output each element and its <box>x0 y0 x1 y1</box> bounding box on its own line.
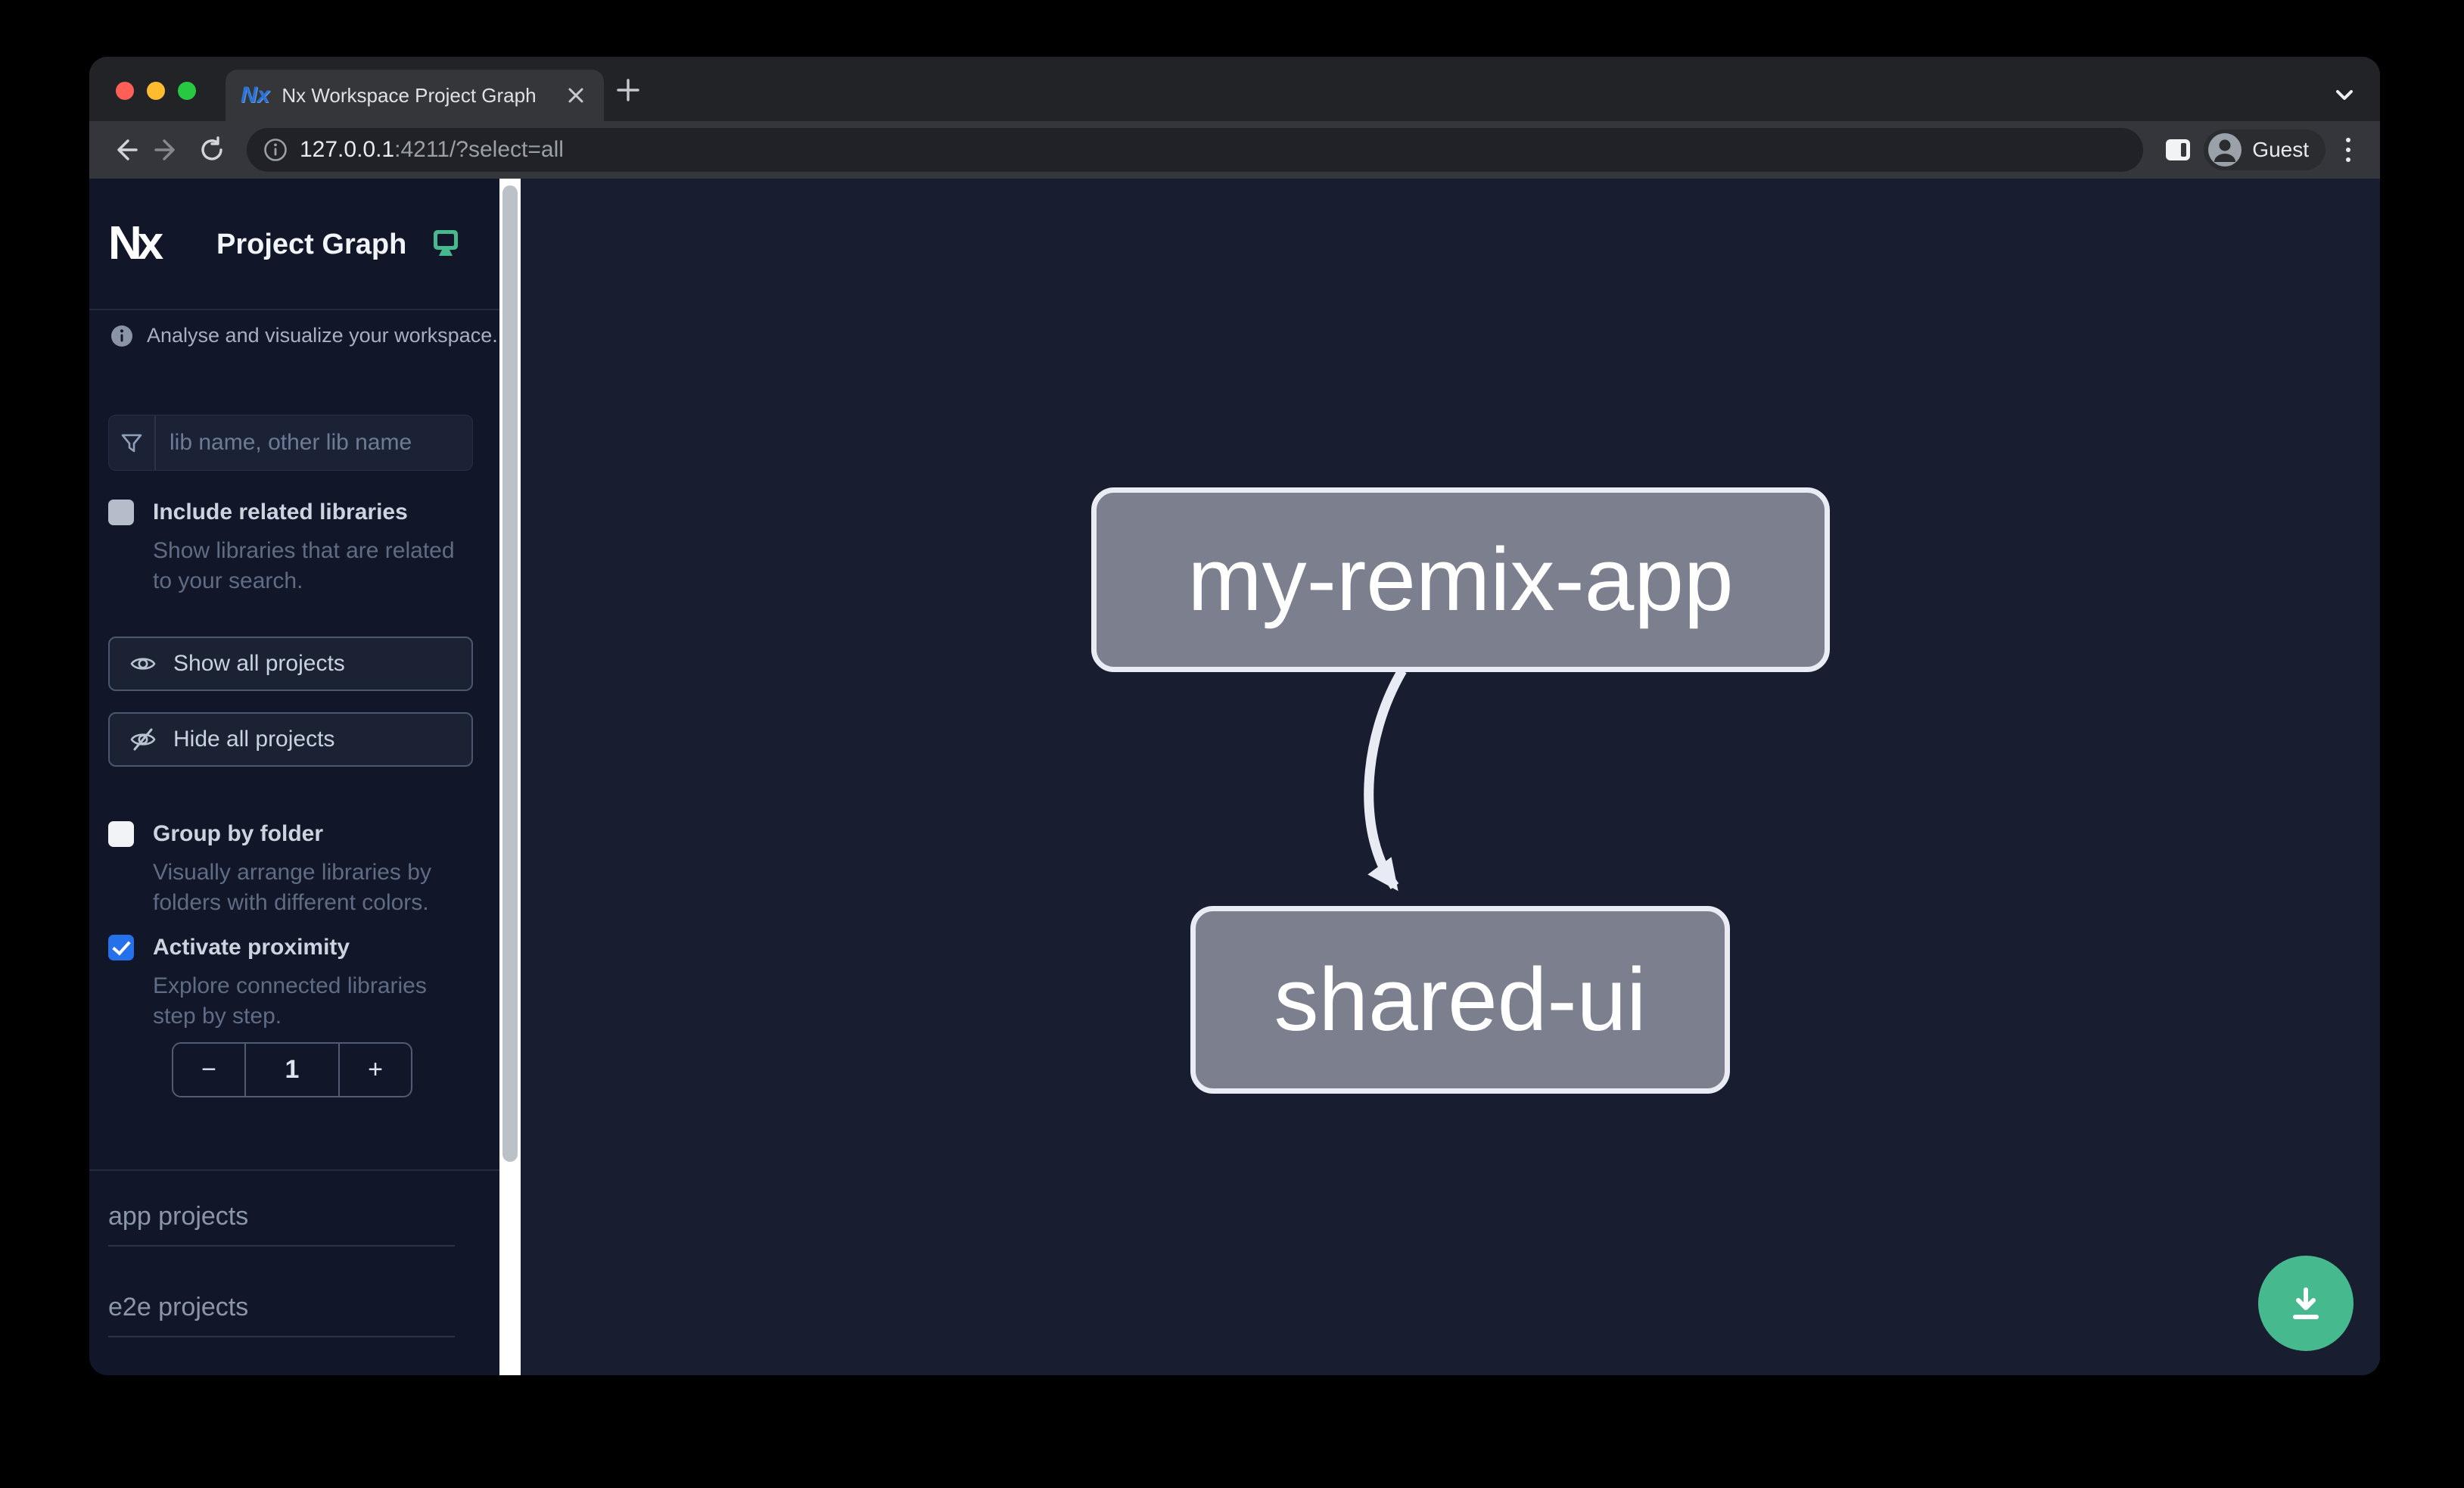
tab-strip: Nx Nx Workspace Project Graph <box>89 57 2380 121</box>
proximity-value: 1 <box>285 1055 300 1084</box>
reload-button[interactable] <box>194 132 230 168</box>
group-by-folder-checkbox[interactable] <box>108 821 134 847</box>
site-info-icon[interactable] <box>263 138 288 162</box>
proximity-increment-button[interactable]: + <box>338 1044 411 1096</box>
sidebar-scrollbar[interactable] <box>499 179 521 1375</box>
sidebar-divider <box>89 1169 499 1171</box>
eye-icon <box>130 658 156 670</box>
address-bar[interactable]: 127.0.0.1:4211/?select=all <box>247 128 2144 172</box>
section-e2e-projects[interactable]: e2e projects <box>108 1293 455 1337</box>
node-label: my-remix-app <box>1187 530 1734 630</box>
graph-node-my-remix-app[interactable]: my-remix-app <box>1091 487 1830 672</box>
hide-all-projects-button[interactable]: Hide all projects <box>108 712 473 767</box>
workspace-tagline: Analyse and visualize your workspace. <box>147 324 498 347</box>
side-panel-icon[interactable] <box>2160 132 2196 168</box>
url-host: 127.0.0.1 <box>300 137 395 162</box>
show-all-projects-label: Show all projects <box>173 651 345 676</box>
activate-proximity-checkbox[interactable] <box>108 935 134 960</box>
info-icon <box>110 325 133 347</box>
tab-close-icon[interactable] <box>563 82 589 108</box>
browser-window: Nx Nx Workspace Project Graph <box>89 57 2380 1375</box>
tab-title: Nx Workspace Project Graph <box>282 83 537 107</box>
eye-off-icon <box>130 728 156 751</box>
node-label: shared-ui <box>1274 950 1647 1050</box>
download-icon <box>2293 1287 2319 1319</box>
section-app-projects[interactable]: app projects <box>108 1202 455 1247</box>
forward-button[interactable] <box>150 132 186 168</box>
workspace-tagline-row: Analyse and visualize your workspace. <box>110 324 498 347</box>
sidebar: Nx Project Graph Analyse an <box>89 179 499 1375</box>
browser-toolbar: 127.0.0.1:4211/?select=all Guest <box>89 121 2380 179</box>
group-by-folder-label: Group by folder <box>153 821 323 846</box>
proximity-stepper: − 1 + <box>172 1042 412 1097</box>
show-all-projects-button[interactable]: Show all projects <box>108 637 473 691</box>
browser-tab[interactable]: Nx Nx Workspace Project Graph <box>226 70 604 121</box>
avatar-icon <box>2208 133 2242 167</box>
scrollbar-thumb[interactable] <box>502 185 518 1162</box>
theme-monitor-icon[interactable] <box>433 229 459 259</box>
back-button[interactable] <box>106 132 142 168</box>
page-content: Nx Project Graph Analyse an <box>89 179 2380 1375</box>
hide-all-projects-label: Hide all projects <box>173 727 335 752</box>
dependency-edge <box>1364 668 1407 892</box>
activate-proximity-label: Activate proximity <box>153 935 350 960</box>
browser-menu-icon[interactable] <box>2333 132 2363 168</box>
download-graph-button[interactable] <box>2258 1256 2354 1351</box>
nx-logo: Nx <box>108 217 163 269</box>
nx-favicon-icon: Nx <box>241 82 270 107</box>
app-title: Project Graph <box>216 229 407 260</box>
window-close-button[interactable] <box>116 82 134 100</box>
graph-node-shared-ui[interactable]: shared-ui <box>1190 906 1730 1094</box>
sidebar-divider <box>89 309 499 310</box>
filter-funnel-icon <box>109 416 156 470</box>
new-tab-button[interactable] <box>611 73 645 107</box>
tab-search-chevron-icon[interactable] <box>2328 78 2361 111</box>
search-box <box>108 415 475 471</box>
profile-label: Guest <box>2252 138 2309 161</box>
include-related-checkbox[interactable] <box>108 500 134 525</box>
profile-button[interactable]: Guest <box>2204 129 2326 170</box>
window-minimize-button[interactable] <box>147 82 165 100</box>
include-related-label: Include related libraries <box>153 500 408 525</box>
url-text: 127.0.0.1:4211/?select=all <box>300 137 564 163</box>
activate-proximity-description: Explore connected libraries step by step… <box>153 973 427 1029</box>
url-path: :4211/?select=all <box>394 137 564 162</box>
search-input[interactable] <box>156 430 475 456</box>
group-by-folder-description: Visually arrange libraries by folders wi… <box>153 860 431 915</box>
include-related-description: Show libraries that are related to your … <box>153 538 455 593</box>
graph-canvas[interactable]: my-remix-app shared-ui <box>521 179 2380 1375</box>
window-zoom-button[interactable] <box>178 82 196 100</box>
proximity-decrement-button[interactable]: − <box>173 1044 246 1096</box>
